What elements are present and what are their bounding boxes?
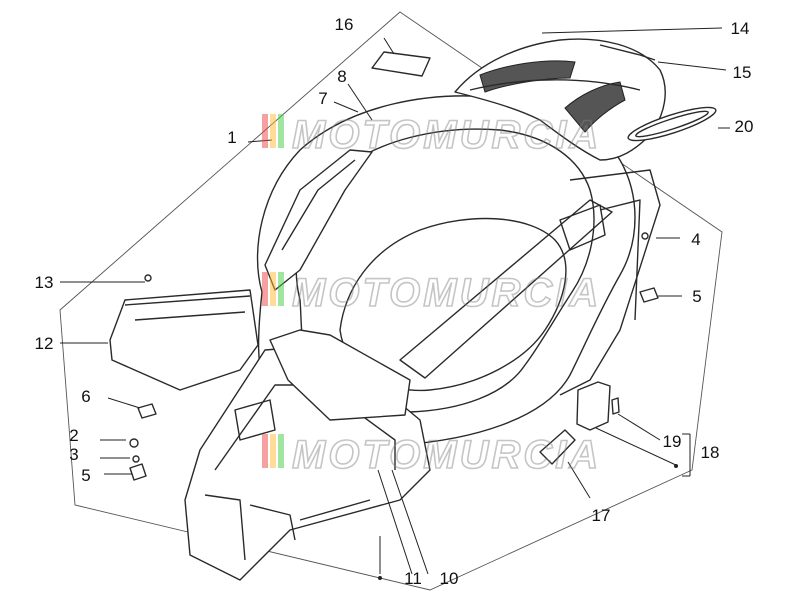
part-label-6: 6 <box>81 387 90 406</box>
part-label-20: 20 <box>735 117 754 136</box>
part-label-14: 14 <box>731 19 750 38</box>
part-label-7: 7 <box>318 89 327 108</box>
part-label-17: 17 <box>592 506 611 525</box>
watermark-text: MOTOMURCIA <box>292 113 601 157</box>
part-label-16: 16 <box>335 15 354 34</box>
part-label-5b: 5 <box>692 287 701 306</box>
oval-grille-shape <box>627 106 717 142</box>
part-label-19: 19 <box>663 432 682 451</box>
part-label-5a: 5 <box>81 466 90 485</box>
watermark-top: MOTOMURCIA <box>262 112 601 158</box>
watermark-middle: MOTOMURCIA <box>262 270 601 316</box>
part-label-3: 3 <box>69 445 78 464</box>
part-label-11: 11 <box>404 569 422 588</box>
leader-dot <box>674 464 678 468</box>
assembly-frame <box>59 11 723 591</box>
part-number-labels: 1 2 3 4 5 5 6 7 8 10 11 12 13 14 15 16 1… <box>35 15 754 588</box>
glovebox-lid-shape <box>109 289 259 391</box>
part-label-15: 15 <box>733 63 752 82</box>
leader-dot <box>378 576 382 580</box>
watermark-group: MOTOMURCIA MOTOMURCIA MOTOMURCIA <box>262 112 601 478</box>
leader-lines <box>60 27 730 575</box>
part-label-18: 18 <box>701 443 720 462</box>
watermark-text: MOTOMURCIA <box>292 271 601 315</box>
part-label-8: 8 <box>337 67 346 86</box>
watermark-bottom: MOTOMURCIA <box>262 432 601 478</box>
part-label-12: 12 <box>35 334 54 353</box>
helmet-compartment-illustration <box>109 38 717 581</box>
small-pad-shape <box>371 51 431 77</box>
watermark-text: MOTOMURCIA <box>292 433 601 477</box>
part-label-2: 2 <box>69 426 78 445</box>
part-label-1: 1 <box>227 128 236 147</box>
part-label-13: 13 <box>35 273 54 292</box>
part-label-10: 10 <box>440 569 459 588</box>
part-label-4: 4 <box>691 230 700 249</box>
